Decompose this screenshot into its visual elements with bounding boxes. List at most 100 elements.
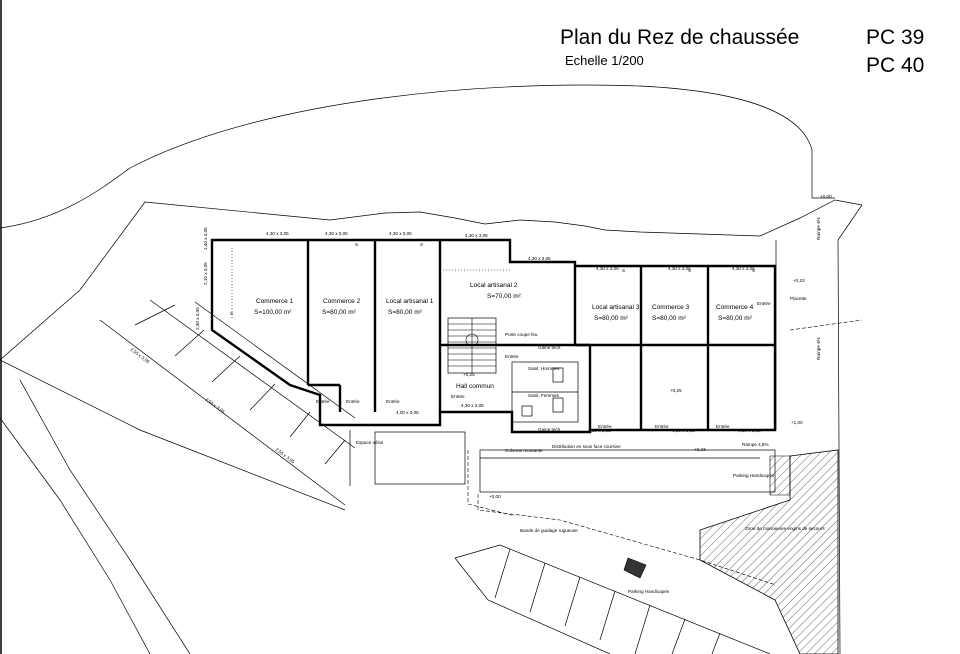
level-hall: +0,25 [463, 372, 475, 377]
level-right: +1,00 [791, 420, 803, 425]
dim-side-c1c: 2,30 x 3,05 [195, 307, 200, 330]
room-commerce-2-area: S=80,00 m² [322, 309, 357, 316]
parking-bottom-label: Parking Handicapés [628, 589, 670, 594]
dim-commerce-3: 4,30 x 3,05 [668, 266, 691, 271]
dim-side-c1: 2,10 x 3,05 [203, 262, 208, 285]
entrance-c4: Entrée [716, 424, 730, 429]
guide-strip-2 [467, 450, 516, 517]
road-right-edge [837, 204, 863, 654]
room-artisanal-3-area: S=80,00 m² [594, 315, 629, 322]
room-artisanal-1-area: S=80,00 m² [388, 309, 423, 316]
placette-label: Placette [790, 296, 807, 301]
distribution-label: Distribution en sous face coursive [552, 444, 621, 449]
bottom-parking-front [454, 544, 771, 654]
sink [521, 405, 533, 417]
right-parking-line [789, 319, 863, 331]
bike-space-label: Espace vélos [356, 440, 384, 445]
entrance-a2: Entrée [505, 354, 519, 359]
dim-commerce-2: 4,30 x 3,05 [325, 231, 348, 236]
sprinkler-c4: S [752, 268, 755, 273]
ramp-right-label: Rampe 4% [816, 217, 821, 240]
room-artisanal-2-name: Local artisanal 2 [470, 282, 518, 289]
room-artisanal-2-area: S=70,00 m² [487, 293, 522, 300]
dim-hall: 4,30 x 3,05 [461, 403, 484, 408]
entrance-hall: Entrée [451, 394, 465, 399]
room-commerce-2-name: Commerce 2 [323, 298, 361, 305]
bay-dim-3: 2,55 x 3,05 [274, 447, 296, 465]
bottom-parking-back [454, 557, 611, 654]
dim-bottom-c4: 4,30 x 3,05 [738, 428, 761, 433]
dim-commerce-1: 4,30 x 3,05 [266, 231, 289, 236]
permit-number-2: PC 40 [866, 54, 924, 77]
bay-dim-2: 2,55 x 3,05 [204, 397, 226, 415]
parking-top-label: Parking Handicapés [733, 473, 775, 478]
level-coursive: +0,23 [694, 447, 706, 452]
road-edge-diag-2 [0, 417, 151, 654]
level-bottom: +0,00 [489, 494, 501, 499]
room-commerce-3-name: Commerce 3 [652, 304, 690, 311]
tech-duct-top: Gaine tech. [538, 345, 562, 350]
terrain-curve [129, 84, 813, 198]
level-top: +0,00 [820, 194, 832, 199]
dim-bottom-c3: 4,30 x 3,05 [672, 428, 695, 433]
dim-artisanal-1: 4,30 x 3,05 [389, 231, 412, 236]
road-edge-left [0, 359, 346, 511]
coursive [479, 449, 776, 493]
sprinkler-a1: S [420, 242, 423, 247]
ramp-right-label-2: Rampe 4% [816, 337, 821, 360]
ramp-bottom-label: Rampe 4,8% [742, 442, 769, 447]
terrain-curve-left [0, 167, 131, 229]
room-commerce-1-area: S=100,00 m² [254, 309, 292, 316]
parcel-boundary-top [79, 199, 863, 291]
ramp-hatch [769, 455, 791, 496]
guide-strip-label: Bande de guidage rugueuse [520, 528, 578, 533]
sprinkler-c3: S [688, 268, 691, 273]
sanitary-women: Sanit. Femmes [528, 393, 560, 398]
scale-label: Echelle 1/200 [565, 53, 644, 68]
lift-shaft [465, 333, 479, 347]
road-line [99, 319, 346, 506]
level-c3: +0,25 [670, 388, 682, 393]
permit-number-1: PC 39 [866, 26, 924, 49]
dim-bottom-a3: 4,30 x 3,05 [588, 428, 611, 433]
dim-artisanal-2b: 4,30 x 3,05 [528, 256, 551, 261]
dim-artisanal-3: 4,30 x 3,05 [596, 266, 619, 271]
room-commerce-3-area: S=80,00 m² [652, 315, 687, 322]
emergency-zone-label: Zone de manoeuvre engins de secours [745, 526, 825, 531]
entrance-c2: Entrée [346, 399, 360, 404]
wc-2 [552, 397, 564, 413]
room-commerce-4-area: S=80,00 m² [718, 315, 753, 322]
room-artisanal-1-name: Local artisanal 1 [386, 298, 434, 305]
parcel-boundary-left [0, 289, 81, 361]
emergency-zone [699, 449, 839, 654]
bike-area [374, 431, 466, 485]
riser-label: Colonne montante [505, 448, 543, 453]
entrance-c4-side: Entrée [757, 301, 771, 306]
stair-steps [448, 318, 496, 373]
entrance-c1: Entrée [316, 399, 330, 404]
sprinkler-c1: S [230, 311, 233, 316]
bottom-parking [454, 544, 771, 654]
road-edge-diag [19, 379, 191, 654]
tech-duct-bottom: Gaine tech. [538, 427, 562, 432]
entrance-a1: Entrée [386, 399, 400, 404]
sprinkler-a3: S [622, 268, 625, 273]
wc-1 [552, 367, 564, 383]
room-hall: Hall commun [456, 383, 494, 390]
bay-front-line [194, 301, 356, 419]
level-placette: +0,23 [793, 278, 805, 283]
fire-door-label: Porte coupe feu [505, 332, 538, 337]
plan-title: Plan du Rez de chaussée [560, 26, 799, 49]
dim-commerce-4: 4,30 x 3,05 [732, 266, 755, 271]
dim-entrance-a1: 4,00 x 3,05 [396, 410, 419, 415]
dim-side-c1b: 1,40 x 3,05 [203, 227, 208, 250]
room-commerce-1-name: Commerce 1 [256, 298, 294, 305]
room-artisanal-3-name: Local artisanal 3 [592, 304, 640, 311]
entrance-c3: Entrée [655, 424, 669, 429]
handicap-marker [623, 557, 647, 579]
sprinkler-c2: S [355, 242, 358, 247]
room-commerce-4-name: Commerce 4 [716, 304, 754, 311]
sanitary-men: Sanit. Hommes [528, 366, 560, 371]
entrance-a3: Entrée [598, 424, 612, 429]
